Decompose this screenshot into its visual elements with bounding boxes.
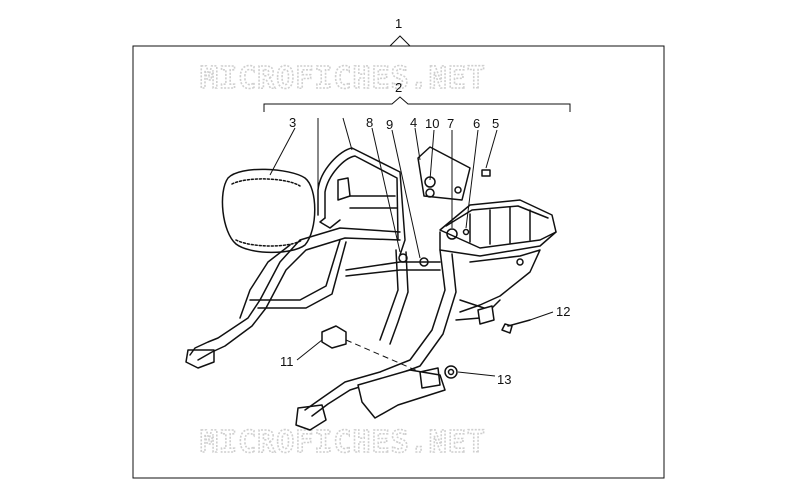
bracket-11 (321, 325, 347, 349)
fastener-8 (398, 253, 408, 263)
callout-4: 4 (410, 115, 417, 130)
nut-13 (444, 365, 458, 379)
callout-3: 3 (289, 115, 296, 130)
watermark-bottom: MICROFICHES.NET (200, 425, 486, 460)
diagram-frame (132, 45, 665, 479)
heat-shield (357, 367, 446, 419)
watermark-top: MICROFICHES.NET (200, 61, 486, 96)
callout-2: 2 (395, 80, 402, 95)
callout-10: 10 (425, 116, 439, 131)
callout-2-bracket (263, 96, 571, 112)
callout-7: 7 (447, 116, 454, 131)
fastener-5 (481, 169, 491, 177)
callout-5: 5 (492, 116, 499, 131)
dash-line-11 (345, 339, 421, 373)
luggage-rack (439, 199, 557, 313)
backrest-pad (221, 168, 316, 254)
callout-9: 9 (386, 117, 393, 132)
callout-13: 13 (497, 372, 511, 387)
bolt-12 (501, 319, 531, 334)
callout-12: 12 (556, 304, 570, 319)
leader-lines (269, 117, 554, 377)
callout-1: 1 (395, 16, 402, 31)
callout-1-bracket (133, 35, 664, 47)
rack-frame (185, 227, 441, 369)
callout-8: 8 (366, 115, 373, 130)
bracket-12 (477, 305, 495, 325)
callout-6: 6 (473, 116, 480, 131)
fastener-9 (419, 257, 429, 267)
fastener-6 (462, 228, 470, 236)
callout-11: 11 (280, 354, 294, 369)
backrest-support (317, 147, 406, 256)
fastener-7 (446, 228, 458, 240)
license-bracket (417, 146, 471, 201)
